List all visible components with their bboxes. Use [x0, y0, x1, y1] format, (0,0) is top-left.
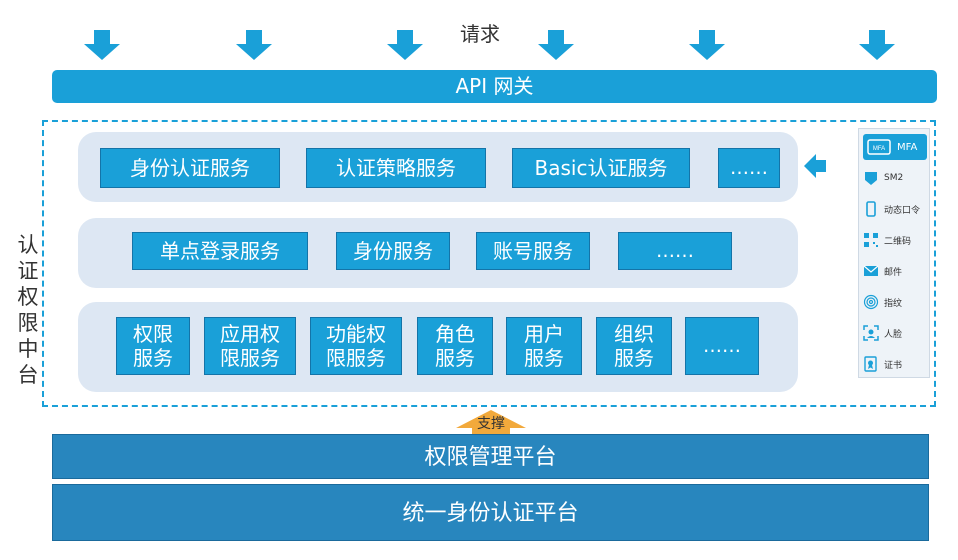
mfa-item-qrcode: 二维码 — [863, 229, 927, 251]
mfa-item-mail: 邮件 — [863, 260, 927, 282]
function-permission-service: 功能权限服务 — [310, 317, 402, 375]
role-service: 角色服务 — [417, 317, 493, 375]
permission-management-platform: 权限管理平台 — [52, 434, 929, 479]
identity-auth-service: 身份认证服务 — [100, 148, 280, 188]
arrow-down-icon — [387, 30, 423, 60]
arrow-down-icon — [538, 30, 574, 60]
mfa-item-label: SM2 — [884, 173, 904, 183]
mfa-item-certificate: 证书 — [863, 353, 927, 375]
unified-identity-platform: 统一身份认证平台 — [52, 484, 929, 541]
arrow-down-icon — [689, 30, 725, 60]
basic-auth-service: Basic认证服务 — [512, 148, 690, 188]
identity-service: 身份服务 — [336, 232, 450, 270]
mfa-item-label: 二维码 — [884, 236, 912, 247]
support-arrow-icon — [456, 410, 526, 436]
svg-text:MFA: MFA — [873, 146, 885, 152]
fingerprint-icon — [863, 294, 879, 310]
mfa-item-label: 人脸 — [884, 329, 903, 340]
org-service: 组织服务 — [596, 317, 672, 375]
certificate-icon — [863, 356, 879, 372]
more-auth-services: …… — [718, 148, 780, 188]
arrow-left-icon — [804, 154, 826, 178]
user-service: 用户服务 — [506, 317, 582, 375]
mfa-item-label: 证书 — [884, 360, 903, 371]
support-label: 支撑 — [477, 416, 505, 432]
permission-service: 权限服务 — [116, 317, 190, 375]
mfa-badge-icon: MFA — [867, 139, 891, 155]
app-permission-service: 应用权限服务 — [204, 317, 296, 375]
mfa-item-face: 人脸 — [863, 322, 927, 344]
arrow-down-icon — [236, 30, 272, 60]
side-label: 认证权限中台 — [17, 233, 39, 387]
account-service: 账号服务 — [476, 232, 590, 270]
mfa-header-label: MFA — [897, 141, 918, 153]
mfa-item-otp: 动态口令 — [863, 198, 927, 220]
mfa-header: MFA MFA — [863, 134, 927, 160]
mail-icon — [863, 263, 879, 279]
mfa-item-label: 动态口令 — [884, 205, 921, 216]
mfa-item-sm2: SM2 — [863, 167, 927, 189]
arrow-down-icon — [859, 30, 895, 60]
api-gateway-bar: API 网关 — [52, 70, 937, 103]
sso-service: 单点登录服务 — [132, 232, 308, 270]
more-permission-services: …… — [685, 317, 759, 375]
qrcode-icon — [863, 232, 879, 248]
more-identity-services: …… — [618, 232, 732, 270]
face-icon — [863, 325, 879, 341]
request-label: 请求 — [460, 22, 500, 46]
auth-policy-service: 认证策略服务 — [306, 148, 486, 188]
sm2-icon — [863, 170, 879, 186]
arrow-down-icon — [84, 30, 120, 60]
phone-icon — [863, 201, 879, 217]
auth-permission-center-frame — [42, 120, 936, 407]
mfa-item-fingerprint: 指纹 — [863, 291, 927, 313]
mfa-item-label: 邮件 — [884, 267, 903, 278]
mfa-panel: MFA MFA SM2 动态口令 二维码 邮件 指纹 人 — [858, 128, 930, 378]
mfa-item-label: 指纹 — [884, 298, 903, 309]
